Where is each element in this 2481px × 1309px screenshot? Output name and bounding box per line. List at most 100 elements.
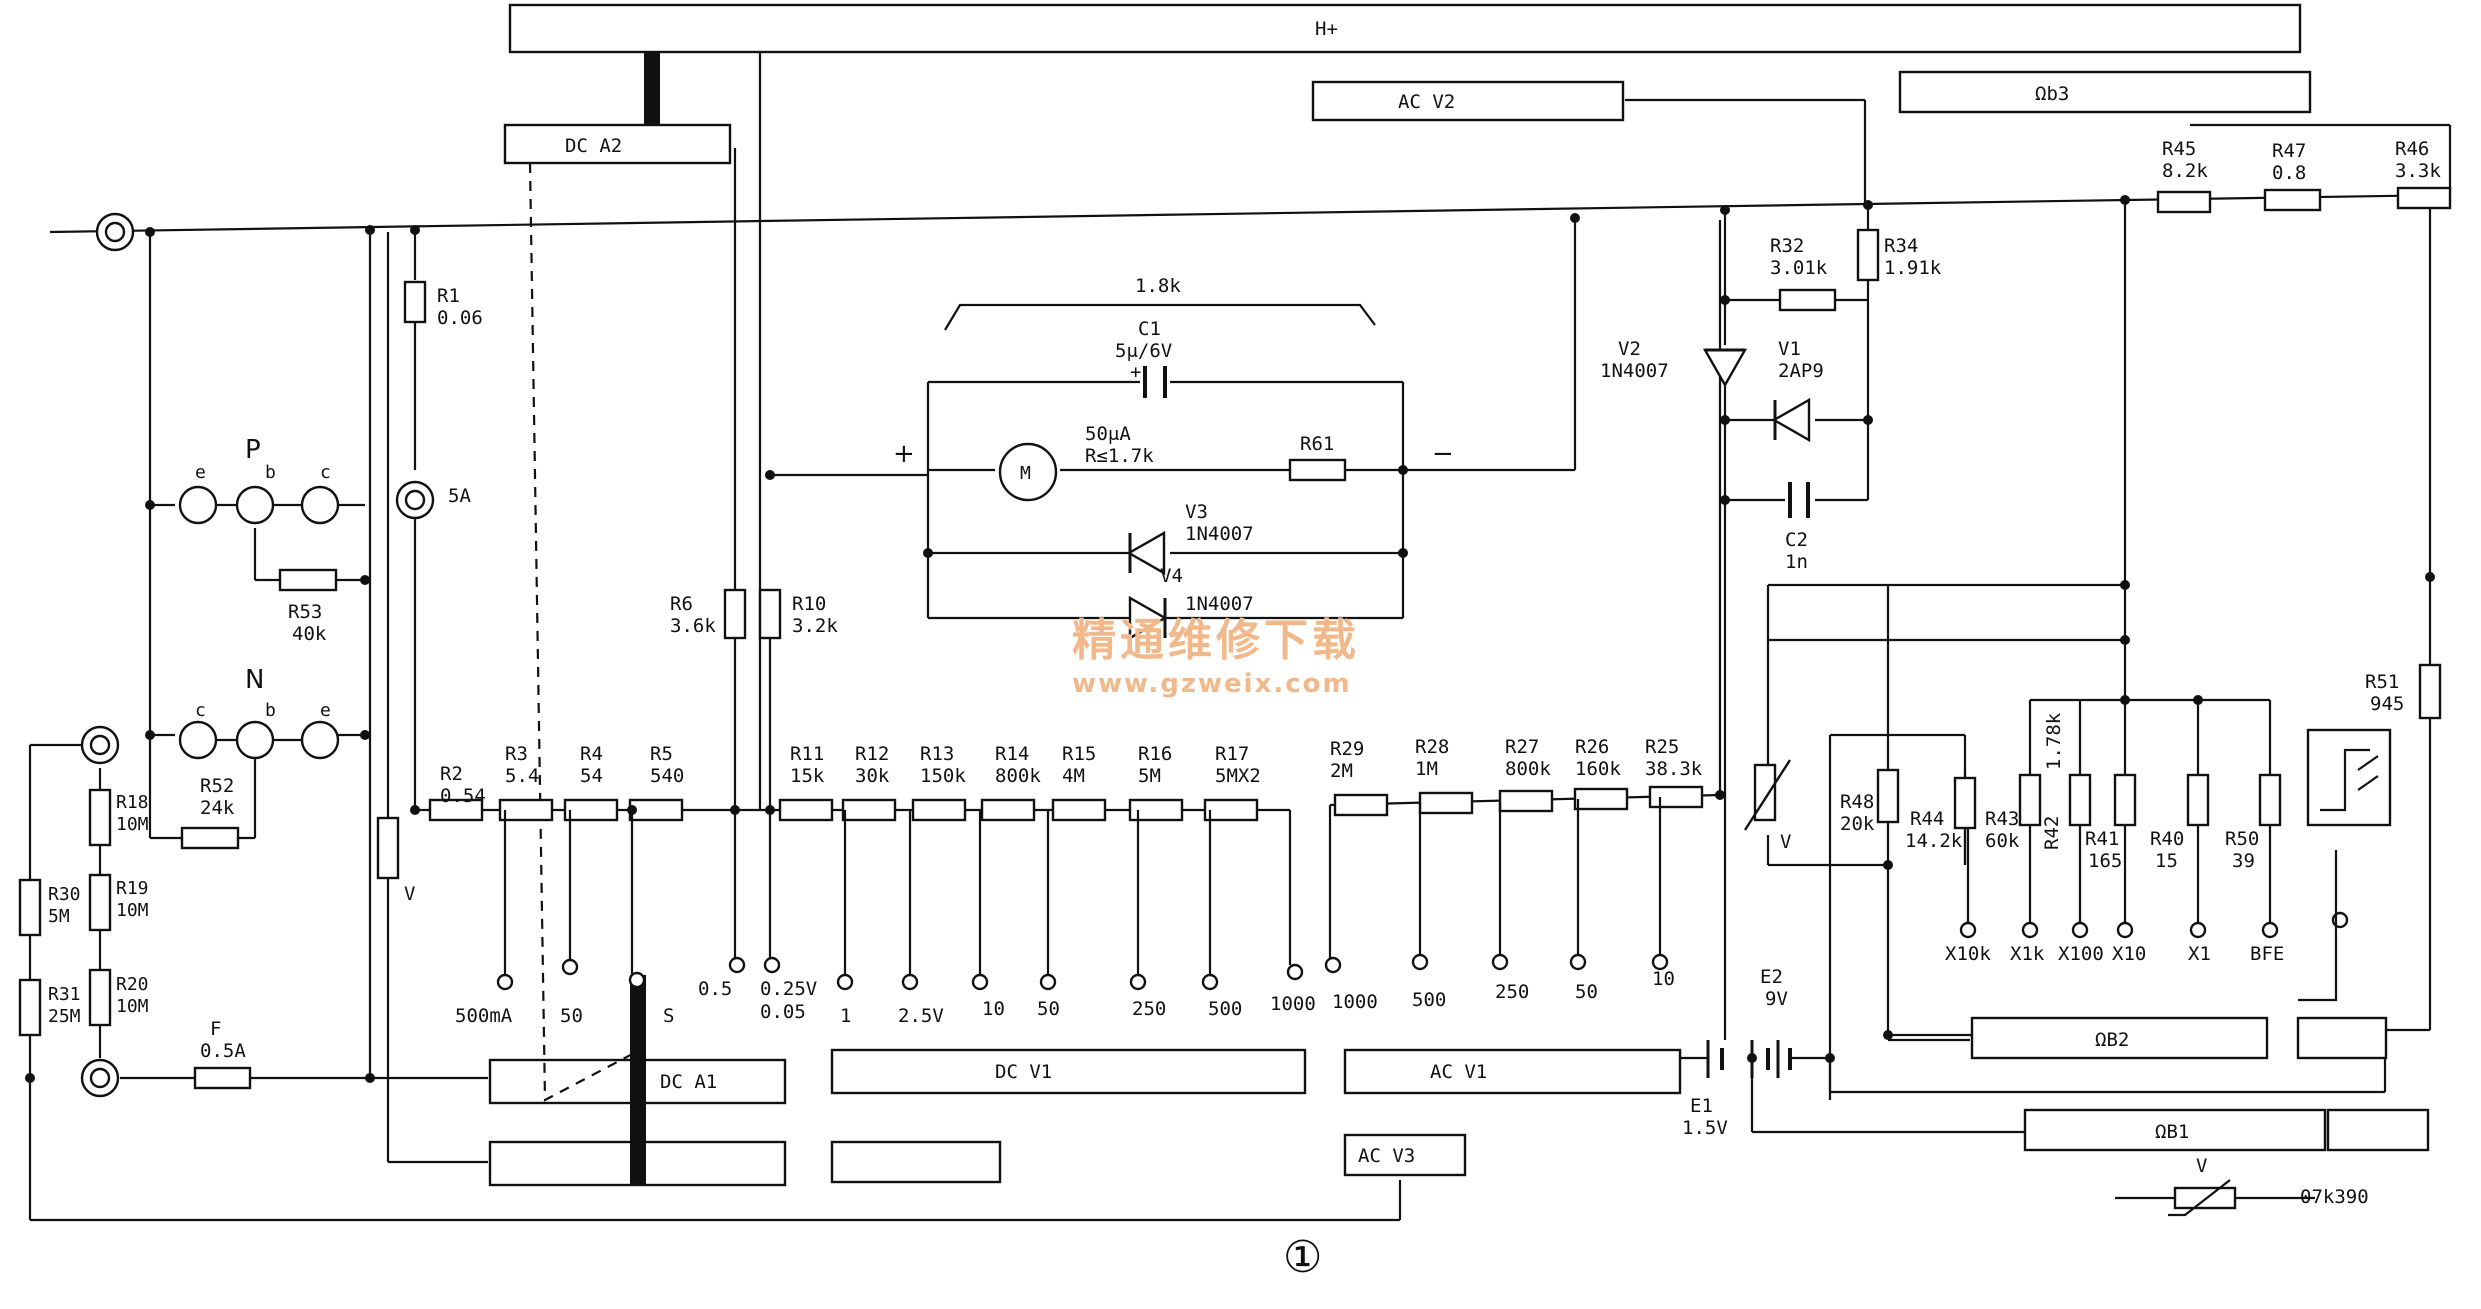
r6-name: R6 (670, 593, 693, 615)
resistor-r15 (1051, 798, 1107, 822)
r53-name: R53 (288, 601, 322, 623)
r4-value: 54 (580, 765, 603, 787)
tap-x1k[interactable] (2021, 921, 2039, 939)
resistor-r19 (88, 873, 112, 932)
r10-name: R10 (792, 593, 826, 615)
bus-dc-v1-label: DC V1 (995, 1061, 1052, 1083)
resistor-r61 (1288, 458, 1347, 482)
r11-name: R11 (790, 743, 824, 765)
r47-name: R47 (2272, 140, 2306, 162)
r13-name: R13 (920, 743, 954, 765)
v1-part: 2AP9 (1778, 360, 1824, 382)
meter-movement (998, 442, 1058, 502)
tap-50b[interactable] (1039, 810, 1057, 991)
tap-0-25v[interactable] (763, 956, 781, 974)
meter-block: 1.8k C1 5μ/6V + M 50μA R≤1.7k R61 + − V3… (893, 275, 1454, 641)
tap-500[interactable] (1201, 810, 1219, 991)
resistor-r5 (628, 798, 684, 822)
r3-value: 5.4 (505, 765, 539, 787)
v1-name: V1 (1778, 338, 1801, 360)
resistor-r27 (1498, 789, 1554, 813)
meter-minus: − (1432, 439, 1454, 469)
r17-value: 5MX2 (1215, 765, 1261, 787)
tap-bfe[interactable] (2261, 921, 2279, 939)
tap-ac-1000[interactable] (1324, 956, 1342, 974)
tap-x10-label: X10 (2112, 943, 2146, 965)
resistor-r2 (428, 798, 484, 822)
tap-x10[interactable] (2116, 921, 2134, 939)
socket-n-e: e (320, 700, 331, 721)
r32-value: 3.01k (1770, 257, 1828, 279)
tap-1[interactable] (836, 810, 854, 991)
tap-x100[interactable] (2071, 921, 2089, 939)
r45-name: R45 (2162, 138, 2196, 160)
tap-x10k[interactable] (1959, 921, 1977, 939)
r16-name: R16 (1138, 743, 1172, 765)
tap-250[interactable] (1129, 810, 1147, 991)
r32-name: R32 (1770, 235, 1804, 257)
tap-0-5[interactable] (728, 956, 746, 974)
r2-name: R2 (440, 763, 463, 785)
tap-x100-label: X100 (2058, 943, 2104, 965)
battery-e1-name: E1 (1690, 1095, 1713, 1117)
r12-name: R12 (855, 743, 889, 765)
tap-500-label: 500 (1208, 998, 1242, 1020)
bus-h-plus-label: H+ (1315, 18, 1338, 40)
resistor-r17 (1203, 798, 1259, 822)
diode-v2 (1702, 348, 1748, 388)
c2-name: C2 (1785, 529, 1808, 551)
bus-omega-b2 (1970, 1016, 2269, 1060)
tap-bfe-label: BFE (2250, 943, 2284, 965)
v2-part: 1N4007 (1600, 360, 1669, 382)
r10-value: 3.2k (792, 615, 838, 637)
v4-part: 1N4007 (1185, 593, 1254, 615)
r53-value: 40k (292, 623, 327, 645)
r19-name: R19 (116, 878, 149, 899)
fuse-f (193, 1066, 252, 1090)
battery-e2-name: E2 (1760, 966, 1783, 988)
tap-ac-10[interactable] (1651, 797, 1669, 971)
r20-name: R20 (116, 974, 149, 995)
resistor-r40 (2186, 773, 2210, 827)
resistor-r20 (88, 968, 112, 1027)
tap-1000[interactable] (1286, 963, 1304, 981)
tap-ac-250[interactable] (1491, 801, 1509, 971)
r46-value: 3.3k (2395, 160, 2441, 182)
bus-omega-b3 (1898, 70, 2312, 114)
r26-value: 160k (1575, 758, 1621, 780)
tap-x1[interactable] (2189, 921, 2207, 939)
r25-name: R25 (1645, 736, 1679, 758)
tap-ac-500[interactable] (1411, 803, 1429, 971)
resistor-r31 (18, 978, 42, 1037)
tap-2-5v[interactable] (901, 810, 919, 991)
r6-value: 3.6k (670, 615, 716, 637)
bus-dc-a1-label: DC A1 (660, 1071, 717, 1093)
r50-value: 39 (2232, 850, 2255, 872)
varistor-part: 07k390 (2300, 1186, 2369, 1208)
bus-omega-b1-right (2326, 1108, 2430, 1152)
r43-name: R43 (1985, 808, 2019, 830)
resistor-r4 (563, 798, 619, 822)
tap-50[interactable] (561, 810, 579, 976)
r47-value: 0.8 (2272, 162, 2306, 184)
resistor-r52 (180, 826, 240, 850)
r2-value: 0.54 (440, 785, 486, 807)
r50-name: R50 (2225, 828, 2259, 850)
tap-10[interactable] (971, 810, 989, 991)
diode-v4 (1128, 595, 1168, 641)
tap-s[interactable] (628, 810, 646, 989)
tap-ac-50[interactable] (1569, 799, 1587, 971)
socket-n-label: N (245, 665, 264, 695)
watermark-url: www.gzweix.com (1072, 669, 1352, 699)
resistor-r42 (2068, 773, 2092, 827)
r30-value: 5M (48, 906, 70, 927)
tap-500ma[interactable] (496, 810, 514, 991)
meter-resistance-label: R≤1.7k (1085, 445, 1154, 467)
divider-chain: R20.54R35.4R454R5540R1115kR1230kR13150kR… (428, 736, 1704, 822)
bus-dc-a2 (503, 123, 732, 165)
tap-ac-50-label: 50 (1575, 981, 1598, 1003)
r61-name: R61 (1300, 433, 1334, 455)
meter-movement-label: 50μA (1085, 423, 1131, 445)
resistor-r46 (2396, 186, 2452, 210)
